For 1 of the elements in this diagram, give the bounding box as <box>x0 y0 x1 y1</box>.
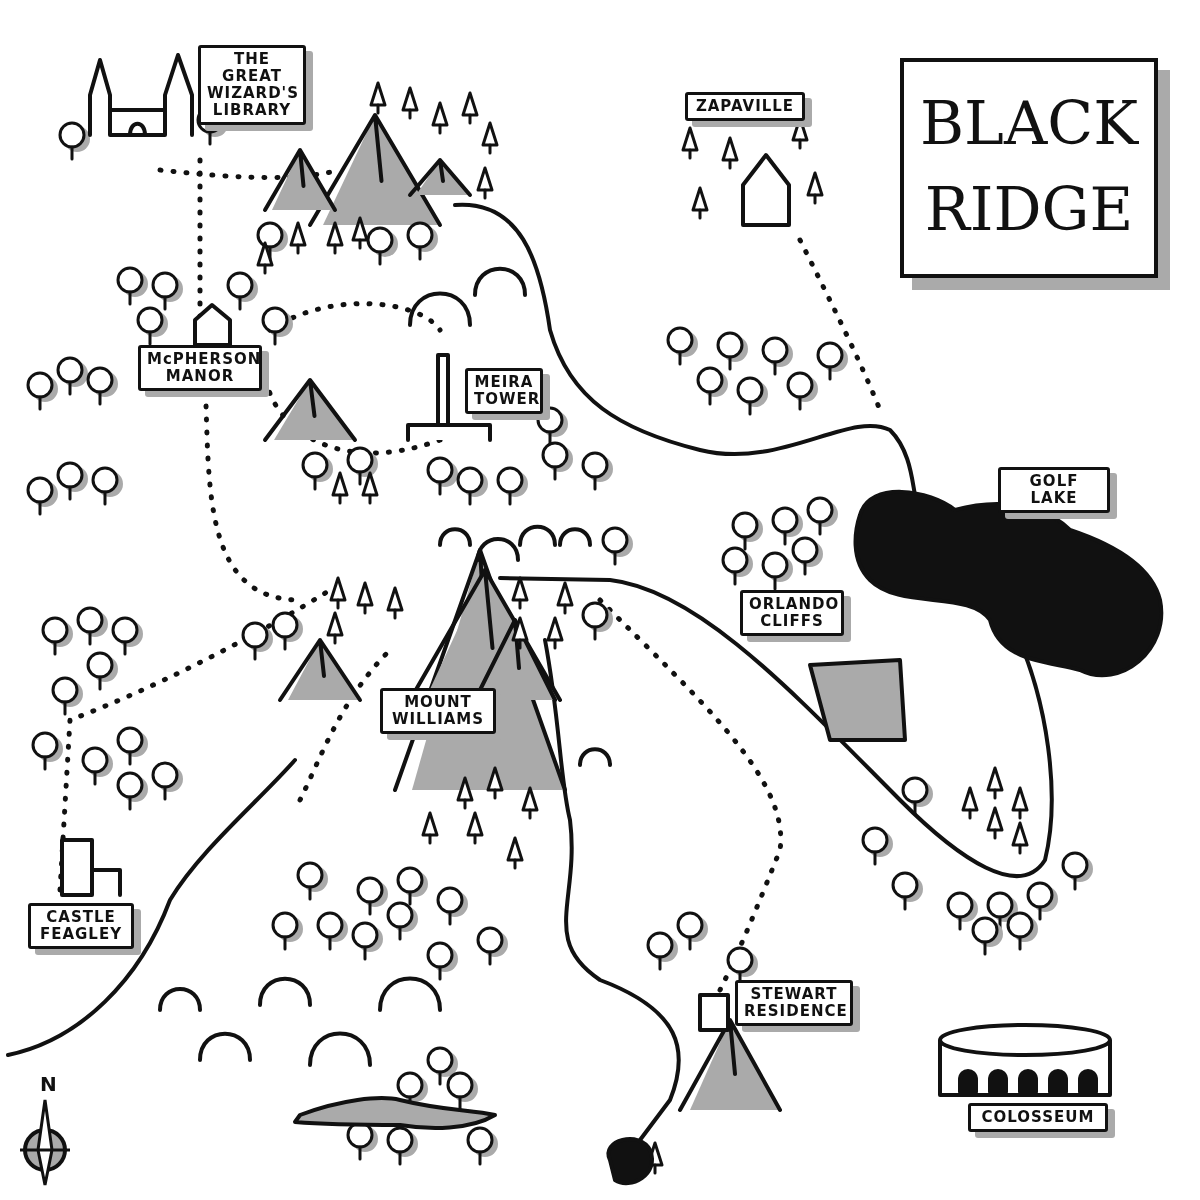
north-label: N <box>40 1072 57 1096</box>
